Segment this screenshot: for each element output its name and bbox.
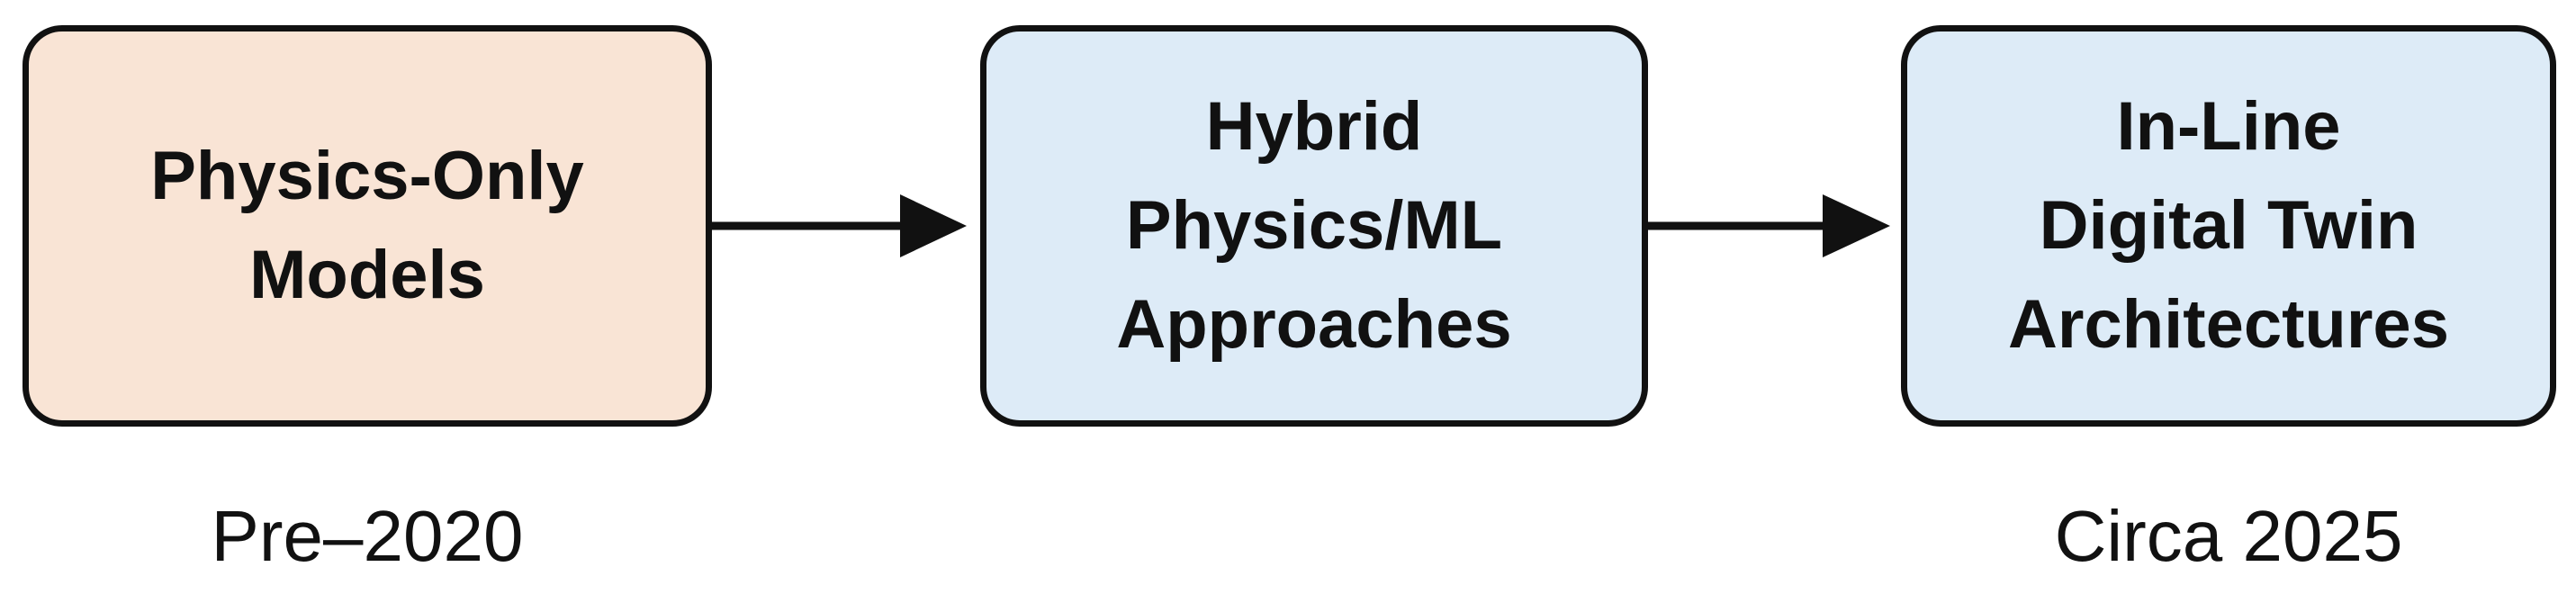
arrow-2 bbox=[1648, 194, 1890, 257]
caption-pre-2020: Pre–2020 bbox=[211, 496, 524, 576]
stage-1-line-1: Physics-Only bbox=[150, 138, 584, 214]
stage-3-line-1: In-Line bbox=[2116, 88, 2341, 165]
stage-2-line-2: Physics/ML bbox=[1125, 187, 1503, 264]
stage-3-line-2: Digital Twin bbox=[2039, 187, 2418, 264]
stage-2-line-3: Approaches bbox=[1116, 286, 1512, 363]
stage-2-line-1: Hybrid bbox=[1205, 88, 1423, 165]
arrow-1 bbox=[712, 194, 967, 257]
stage-1-line-2: Models bbox=[249, 237, 485, 313]
caption-circa-2025: Circa 2025 bbox=[2054, 496, 2403, 576]
stage-3-line-3: Architectures bbox=[2008, 286, 2449, 363]
stage-box-physics-only: Physics-Only Models bbox=[23, 25, 712, 427]
stage-box-digital-twin: In-Line Digital Twin Architectures bbox=[1901, 25, 2556, 427]
stage-box-hybrid: Hybrid Physics/ML Approaches bbox=[980, 25, 1648, 427]
